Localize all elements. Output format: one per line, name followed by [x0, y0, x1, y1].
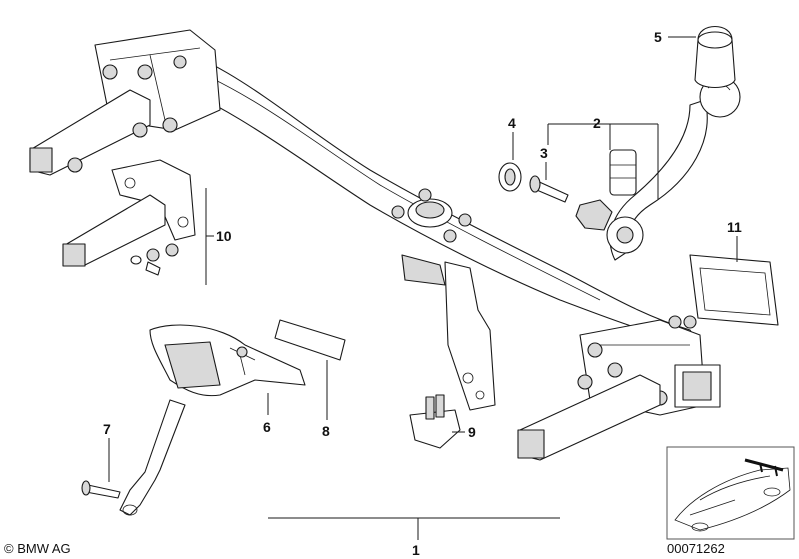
- tow-ball-neck-part-2: [575, 76, 741, 261]
- callout-9: 9: [468, 424, 476, 440]
- callout-5: 5: [654, 29, 662, 45]
- pad-part-8: [274, 319, 346, 361]
- callout-1: 1: [412, 542, 420, 558]
- callout-6: 6: [263, 419, 271, 435]
- plate-part-11: [689, 254, 779, 326]
- bolt-part-3: [529, 175, 569, 203]
- callout-10: 10: [216, 228, 232, 244]
- callout-8: 8: [322, 423, 330, 439]
- callout-2: 2: [593, 115, 601, 131]
- bracket-part-6: [149, 324, 306, 397]
- side-bracket-part-10: [62, 159, 196, 276]
- callout-labels: 1 2 3 4 5 6 7 8 9 10 11: [103, 29, 742, 558]
- callout-7: 7: [103, 421, 111, 437]
- callout-11: 11: [727, 219, 742, 235]
- mount-bracket-part-7: [81, 399, 186, 516]
- leader-lines: [108, 36, 738, 540]
- ball-cover-part-5: [694, 26, 736, 89]
- ring-part-4: [498, 162, 522, 192]
- callout-3: 3: [540, 145, 548, 161]
- crossmember-assembly: [29, 29, 721, 461]
- vehicle-location-inset: [666, 446, 795, 540]
- diagram-number: 00071262: [667, 541, 725, 556]
- copyright-text: © BMW AG: [4, 541, 71, 556]
- callout-4: 4: [508, 115, 516, 131]
- clip-part-9: [409, 394, 461, 449]
